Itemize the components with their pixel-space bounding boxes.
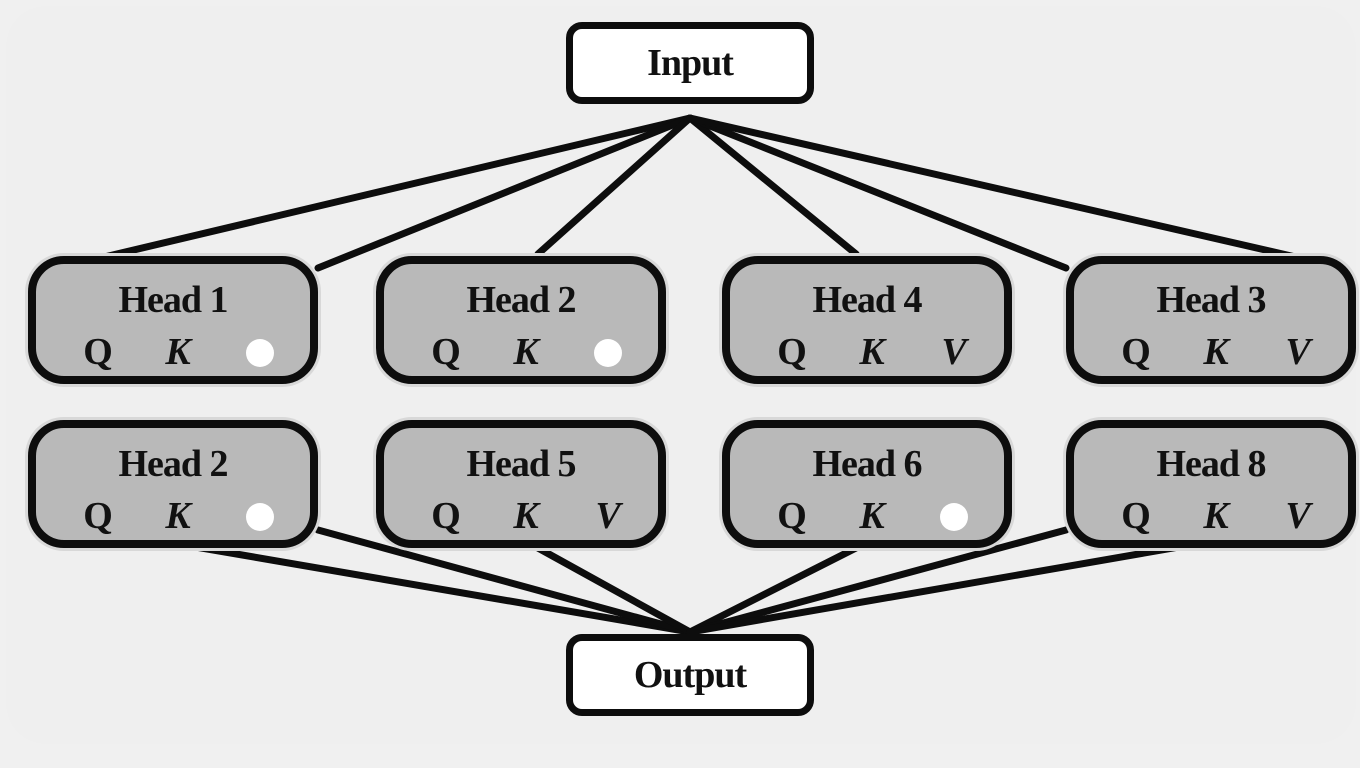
link-input-head-1-inner [314, 114, 694, 272]
link-input-head-3-outer [686, 114, 1304, 262]
head-node-2: Head 2 Q K [376, 256, 666, 384]
output-node: Output [566, 634, 814, 716]
value-missing-dot-icon [934, 494, 974, 538]
head-node-4: Head 4 Q K V [722, 256, 1012, 384]
value-label: V [1285, 331, 1311, 373]
link-head-8-output-a [686, 526, 1070, 636]
value-label: V [941, 331, 967, 373]
head-title: Head 2 [118, 443, 228, 485]
head-title: Head 4 [812, 279, 922, 321]
value-missing-dot-icon [588, 330, 628, 374]
head-qkv: Q K V [1116, 494, 1316, 538]
value-missing-dot-icon [240, 330, 280, 374]
key-label: K [1203, 495, 1229, 537]
key-label: K [513, 331, 539, 373]
query-label: Q [1121, 331, 1151, 373]
head-title: Head 8 [1156, 443, 1266, 485]
query-label: Q [1121, 495, 1151, 537]
head-title: Head 2 [466, 279, 576, 321]
output-label: Output [633, 654, 747, 696]
link-head-6-output [686, 544, 860, 636]
head-title: Head 6 [812, 443, 922, 485]
link-input-head-2 [534, 114, 694, 258]
link-input-head-3-inner [686, 114, 1070, 272]
query-label: Q [431, 495, 461, 537]
link-head-2b-output-b [314, 526, 694, 636]
head-node-8: Head 8 Q K V [1066, 420, 1356, 548]
head-qkv: Q K V [1116, 330, 1316, 374]
head-qkv: Q K [772, 494, 972, 538]
head-qkv: Q K V [772, 330, 972, 374]
query-label: Q [83, 495, 113, 537]
value-label: V [595, 495, 621, 537]
link-head-5-output [534, 544, 694, 636]
head-node-3: Head 3 Q K V [1066, 256, 1356, 384]
query-label: Q [431, 331, 461, 373]
query-label: Q [777, 495, 807, 537]
key-label: K [165, 331, 191, 373]
head-qkv: Q K V [426, 494, 626, 538]
query-label: Q [83, 331, 113, 373]
head-node-1: Head 1 Q K [28, 256, 318, 384]
value-missing-dot-icon [240, 494, 280, 538]
value-label: V [1285, 495, 1311, 537]
head-title: Head 3 [1156, 279, 1266, 321]
key-label: K [165, 495, 191, 537]
head-qkv: Q K [78, 494, 278, 538]
query-label: Q [777, 331, 807, 373]
head-title: Head 1 [118, 279, 228, 321]
link-input-head-4 [686, 114, 860, 258]
head-qkv: Q K [78, 330, 278, 374]
head-title: Head 5 [466, 443, 576, 485]
input-label: Input [647, 42, 734, 84]
head-node-5: Head 5 Q K V [376, 420, 666, 548]
input-node: Input [566, 22, 814, 104]
head-node-2b: Head 2 Q K [28, 420, 318, 548]
link-head-2b-output-a [174, 540, 694, 636]
head-qkv: Q K [426, 330, 626, 374]
key-label: K [513, 495, 539, 537]
link-input-head-1-outer [96, 114, 694, 262]
head-node-6: Head 6 Q K [722, 420, 1012, 548]
key-label: K [859, 331, 885, 373]
key-label: K [1203, 331, 1229, 373]
key-label: K [859, 495, 885, 537]
link-head-8-output-b [686, 540, 1200, 636]
